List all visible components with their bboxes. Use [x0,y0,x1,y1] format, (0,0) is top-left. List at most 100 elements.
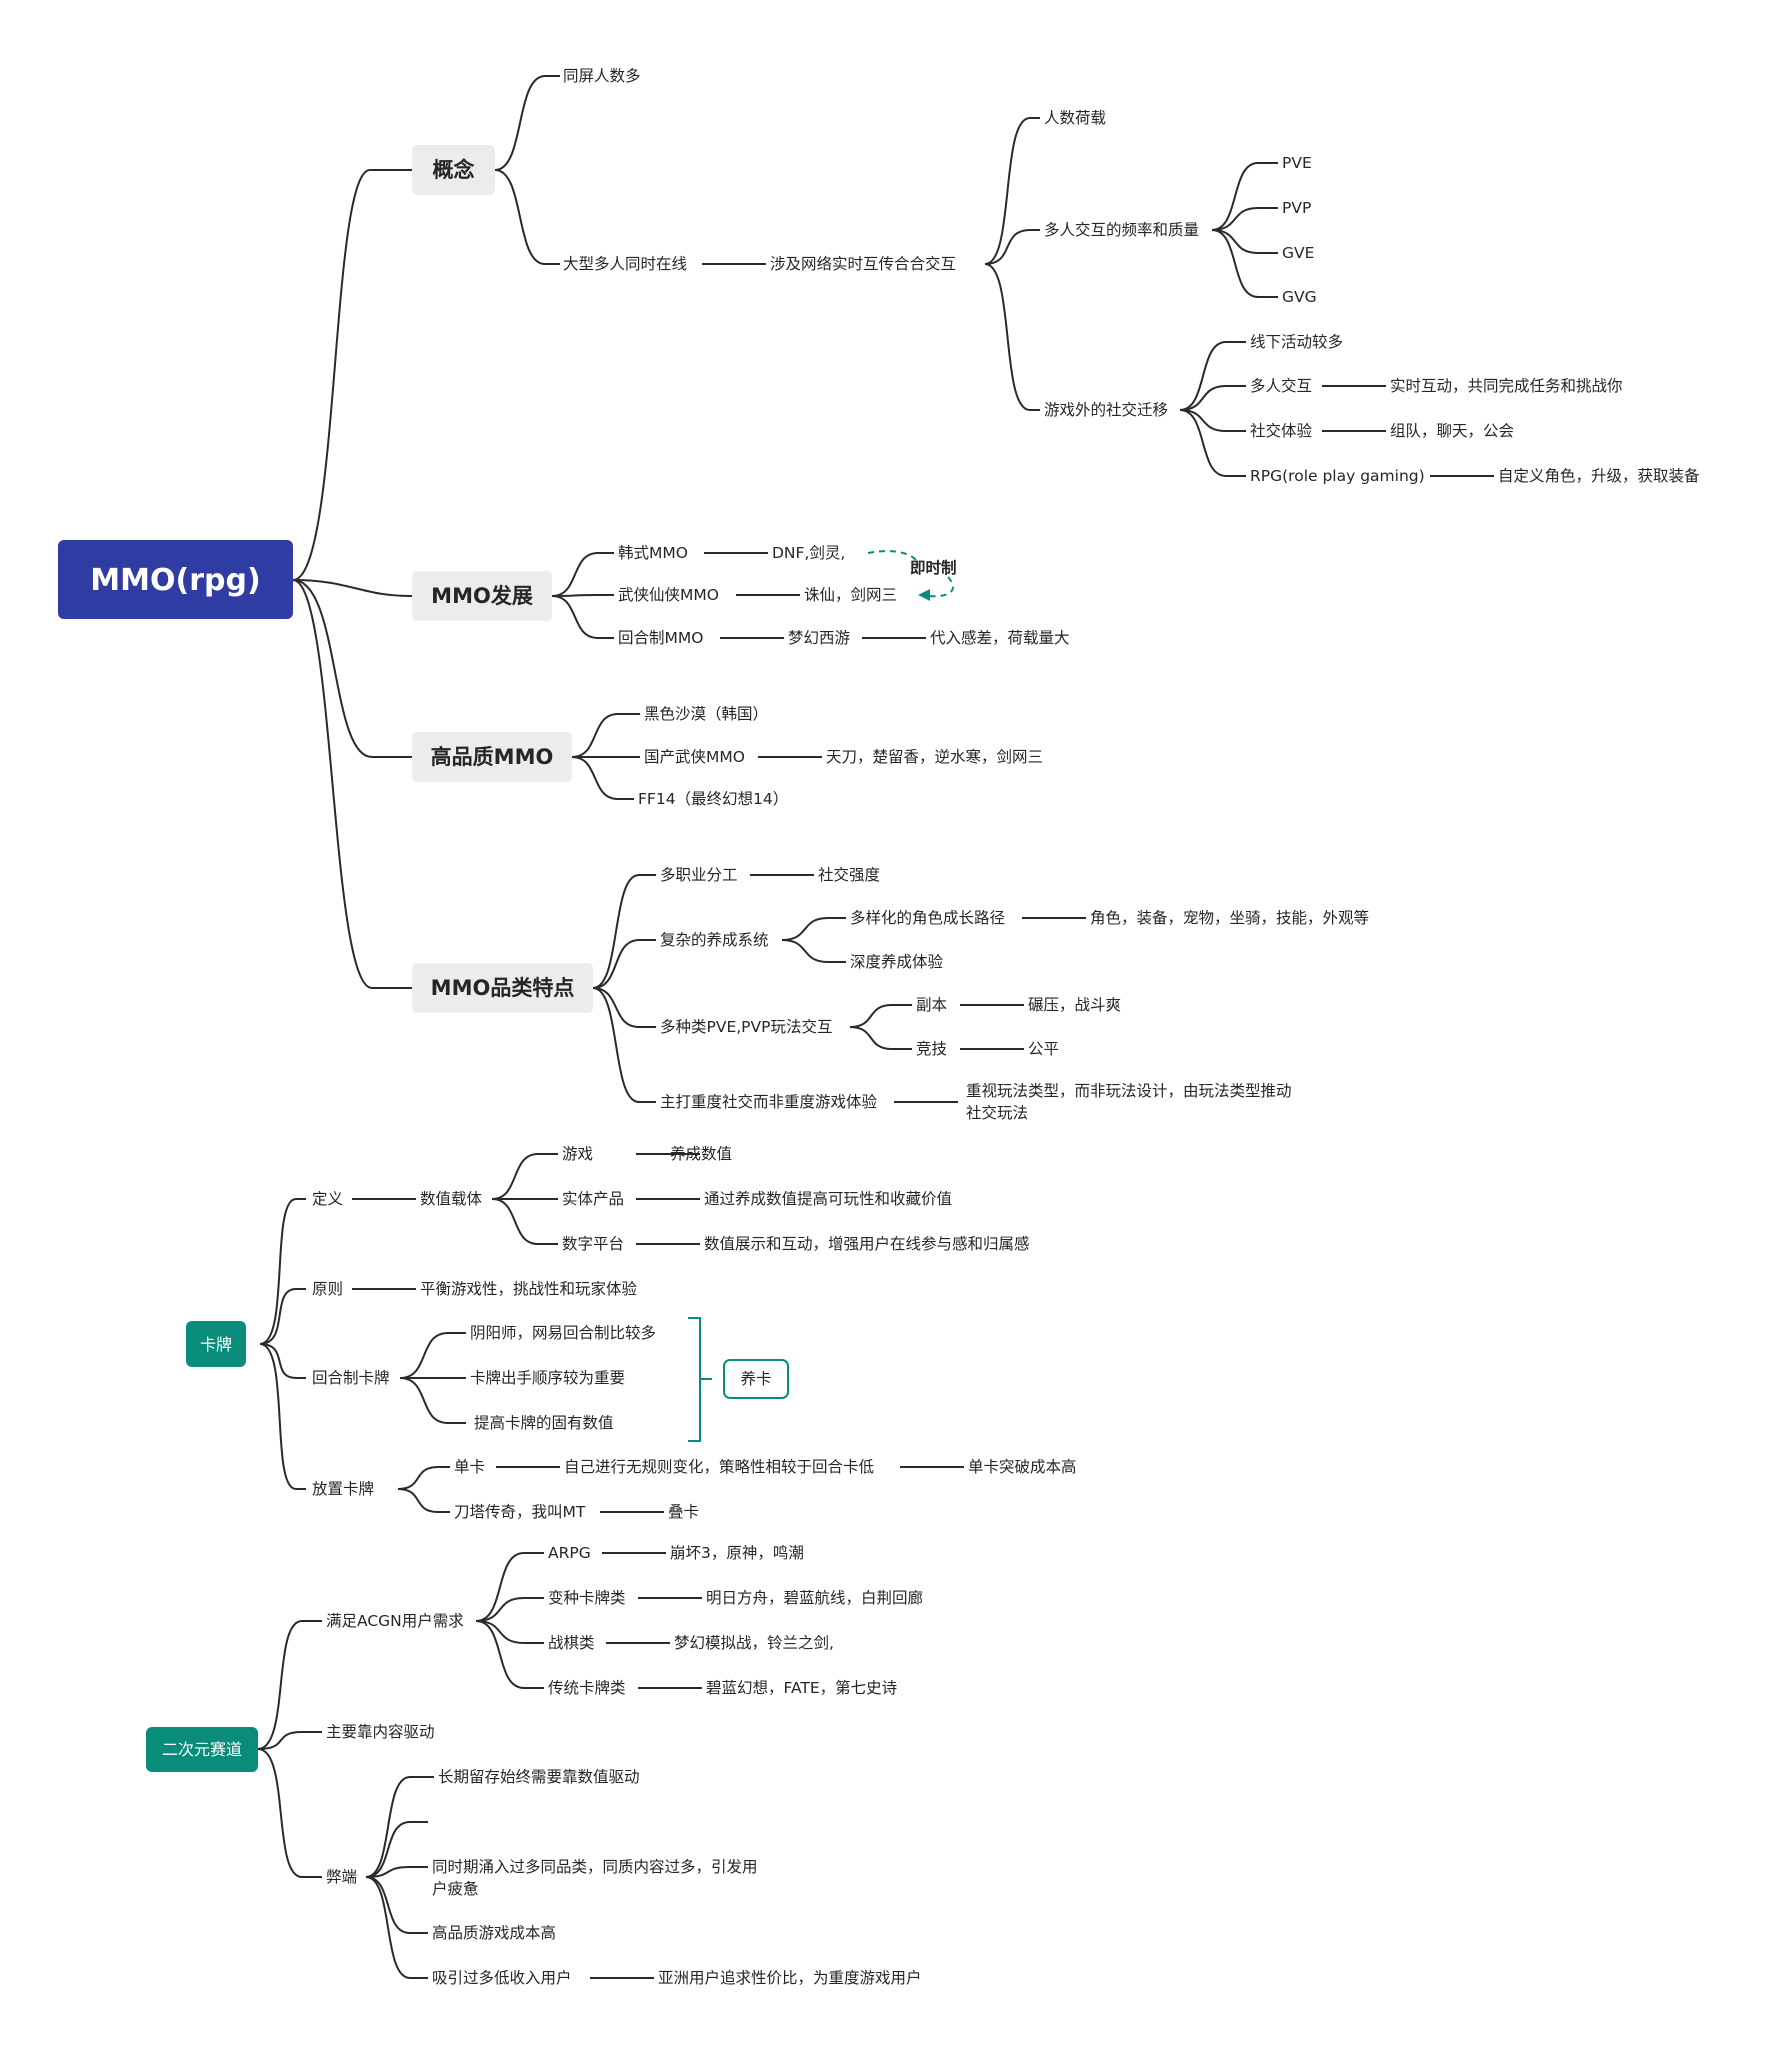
node-principle-desc[interactable]: 平衡游戏性，挑战性和玩家体验 [420,1280,638,1298]
node-high-cost[interactable]: 高品质游戏成本高 [432,1924,556,1942]
card-nodes: 定义 数值载体 游戏 养成数值 实体产品 通过养成数值提高可玩性和收藏价值 数字… [312,1145,1077,1521]
node-deep-raise[interactable]: 深度养成体验 [850,953,944,971]
node-chess[interactable]: 战棋类 [548,1634,595,1652]
node-domestic-wuxia[interactable]: 国产武侠MMO [644,748,745,766]
relation-arrow-icon [918,589,930,601]
node-custom-character[interactable]: 自定义角色，升级，获取装备 [1498,467,1700,485]
node-interaction-frequency[interactable]: 多人交互的频率和质量 [1044,221,1199,239]
node-social-strength[interactable]: 社交强度 [818,866,880,884]
tag-card-label: 卡牌 [200,1335,232,1354]
node-low-income[interactable]: 吸引过多低收入用户 [432,1969,572,1987]
node-network-interaction[interactable]: 涉及网络实时互传合合交互 [770,255,956,273]
node-instant[interactable]: 即时制 [910,559,957,577]
node-physical[interactable]: 实体产品 [562,1190,624,1208]
node-team-chat-guild[interactable]: 组队，聊天，公会 [1390,422,1514,440]
node-turn-mmo[interactable]: 回合制MMO [618,629,703,647]
quality-nodes: 黑色沙漠（韩国） 国产武侠MMO 天刀，楚留香，逆水寒，剑网三 FF14（最终幻… [638,705,1043,808]
node-massive-online[interactable]: 大型多人同时在线 [563,255,687,273]
node-black-desert[interactable]: 黑色沙漠（韩国） [644,705,768,723]
root-node[interactable]: MMO(rpg) [58,540,293,619]
tag-acg-label: 二次元赛道 [162,1740,242,1759]
node-dungeon[interactable]: 副本 [916,996,947,1014]
node-offline-activity[interactable]: 线下活动较多 [1250,333,1343,351]
node-immersion[interactable]: 代入感差，荷载量大 [930,629,1070,647]
node-idle-card[interactable]: 放置卡牌 [312,1480,374,1498]
branch-mmo-dev-label: MMO发展 [431,584,533,608]
connector-lines [257,75,1494,1979]
node-ff14[interactable]: FF14（最终幻想14） [638,790,788,808]
node-raise-value[interactable]: 养成数值 [670,1145,732,1163]
node-single-desc[interactable]: 自己进行无规则变化，策略性相较于回合卡低 [564,1458,874,1476]
tag-card[interactable]: 卡牌 [186,1321,246,1367]
node-dnf[interactable]: DNF,剑灵, [772,544,845,562]
relation-dashed-line [867,550,954,598]
node-capacity[interactable]: 人数荷载 [1044,109,1106,127]
node-korean-mmo[interactable]: 韩式MMO [618,544,688,562]
node-flood-line1[interactable]: 同时期涌入过多同品类，同质内容过多，引发用 [432,1858,758,1876]
node-chess-games[interactable]: 梦幻模拟战，铃兰之剑, [674,1634,834,1652]
node-variant-card[interactable]: 变种卡牌类 [548,1589,626,1607]
branch-concept-label: 概念 [433,158,475,182]
concept-nodes: 同屏人数多 大型多人同时在线 涉及网络实时互传合合交互 人数荷载 多人交互的频率… [563,67,1700,485]
node-classic-games[interactable]: 碧蓝幻想，FATE，第七史诗 [706,1679,897,1697]
node-arpg-games[interactable]: 崩坏3，原神，鸣潮 [670,1544,804,1562]
node-pvp[interactable]: PVP [1282,199,1311,217]
node-multiplayer[interactable]: 多人交互 [1250,377,1312,395]
node-emphasis-line1[interactable]: 重视玩法类型，而非玩法设计，由玩法类型推动 [966,1082,1292,1100]
node-tiandao[interactable]: 天刀，楚留香，逆水寒，剑网三 [826,747,1043,766]
feature-nodes: 多职业分工 社交强度 复杂的养成系统 多样化的角色成长路径 角色，装备，宠物，坐… [660,866,1369,1122]
node-variant-games[interactable]: 明日方舟，碧蓝航线，白荆回廊 [706,1589,923,1607]
branch-mmo-dev[interactable]: MMO发展 [412,571,552,621]
node-principle[interactable]: 原则 [312,1280,343,1298]
node-game[interactable]: 游戏 [562,1145,593,1163]
node-daota[interactable]: 刀塔传奇，我叫MT [454,1503,586,1521]
node-growth-path[interactable]: 多样化的角色成长路径 [850,909,1005,927]
node-pve[interactable]: PVE [1282,154,1312,172]
node-content-driven[interactable]: 主要靠内容驱动 [326,1723,435,1741]
node-social-migration[interactable]: 游戏外的社交迁移 [1044,401,1168,419]
node-carrier[interactable]: 数值载体 [420,1190,483,1208]
node-crush[interactable]: 碾压，战斗爽 [1028,996,1121,1014]
node-cons[interactable]: 弊端 [326,1868,357,1886]
node-definition[interactable]: 定义 [312,1190,343,1208]
node-fair[interactable]: 公平 [1028,1040,1059,1058]
node-main-social[interactable]: 主打重度社交而非重度游戏体验 [660,1093,878,1111]
branch-quality-mmo[interactable]: 高品质MMO [412,732,572,782]
node-physical-desc[interactable]: 通过养成数值提高可玩性和收藏价值 [704,1190,952,1208]
node-raise-system[interactable]: 复杂的养成系统 [660,931,769,949]
node-gve[interactable]: GVE [1282,244,1314,262]
node-stack-card[interactable]: 叠卡 [668,1503,699,1521]
node-pve-pvp[interactable]: 多种类PVE,PVP玩法交互 [660,1018,832,1036]
node-flood-line2[interactable]: 户疲惫 [432,1880,479,1898]
node-gvg[interactable]: GVG [1282,288,1317,306]
node-long-term[interactable]: 长期留存始终需要靠数值驱动 [438,1768,640,1786]
node-breakthrough[interactable]: 单卡突破成本高 [968,1458,1077,1476]
node-realtime-interaction[interactable]: 实时互动，共同完成任务和挑战你 [1390,377,1623,395]
node-rpg[interactable]: RPG(role play gaming) [1250,467,1425,485]
node-growth-items[interactable]: 角色，装备，宠物，坐骑，技能，外观等 [1090,909,1369,927]
node-single-card[interactable]: 单卡 [454,1458,485,1476]
branch-concept[interactable]: 概念 [412,145,495,195]
node-multi-job[interactable]: 多职业分工 [660,866,738,884]
node-turn-card[interactable]: 回合制卡牌 [312,1369,390,1387]
node-fixed-value[interactable]: 提高卡牌的固有数值 [474,1414,614,1432]
node-digital-desc[interactable]: 数值展示和互动，增强用户在线参与感和归属感 [704,1235,1030,1253]
node-classic-card[interactable]: 传统卡牌类 [548,1679,626,1697]
summary-yangka[interactable]: 养卡 [723,1359,789,1399]
node-arena[interactable]: 竞技 [916,1040,947,1058]
tag-acg[interactable]: 二次元赛道 [146,1727,258,1772]
node-digital[interactable]: 数字平台 [562,1235,624,1253]
node-same-screen[interactable]: 同屏人数多 [563,67,641,85]
node-asia-users[interactable]: 亚洲用户追求性价比，为重度游戏用户 [658,1969,922,1987]
node-menghuan[interactable]: 梦幻西游 [788,629,850,647]
root-node-label: MMO(rpg) [90,563,260,598]
node-wuxia-mmo[interactable]: 武侠仙侠MMO [618,586,719,604]
node-zhuxian[interactable]: 诛仙，剑网三 [804,586,897,604]
node-social-experience[interactable]: 社交体验 [1250,422,1313,440]
node-acgn-need[interactable]: 满足ACGN用户需求 [326,1612,464,1630]
branch-mmo-features[interactable]: MMO品类特点 [412,963,593,1013]
node-order[interactable]: 卡牌出手顺序较为重要 [470,1369,625,1387]
node-arpg[interactable]: ARPG [548,1544,591,1562]
node-emphasis-line2[interactable]: 社交玩法 [966,1104,1028,1122]
node-onmyoji[interactable]: 阴阳师，网易回合制比较多 [470,1324,656,1342]
